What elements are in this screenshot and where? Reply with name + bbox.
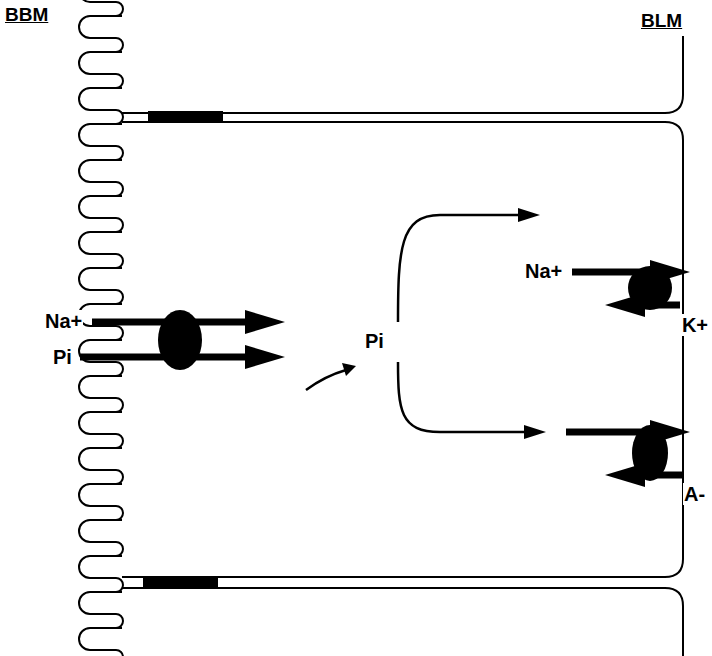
curved-arrow	[306, 370, 346, 390]
ion-label: Na+	[524, 260, 563, 282]
anion-exchanger	[632, 425, 668, 481]
ion-label: Pi	[52, 346, 73, 368]
flux-arrows	[80, 260, 690, 487]
ion-label: A-	[683, 483, 706, 505]
tight-junction	[148, 111, 223, 123]
na-pi-cotransporter	[158, 310, 202, 370]
arrow-head	[524, 425, 546, 439]
microvilli-outline	[79, 0, 123, 656]
arrow-head	[518, 208, 540, 222]
ion-label: Pi	[364, 330, 385, 352]
membrane-heading: BBM	[4, 4, 49, 26]
cell-membrane	[122, 122, 683, 577]
brush-border-microvilli	[79, 0, 123, 656]
arrow-head	[342, 363, 356, 376]
flux-arrow-head	[245, 345, 285, 369]
upper-cell-membrane	[122, 36, 683, 113]
curved-arrow	[398, 362, 524, 432]
na-k-pump	[628, 266, 672, 310]
membrane-heading: BLM	[640, 10, 683, 32]
ion-label: K+	[681, 314, 709, 336]
lower-cell-membrane	[122, 588, 683, 656]
flux-arrow-head	[245, 310, 285, 334]
ion-label: Na+	[44, 310, 83, 332]
tight-junction	[143, 576, 218, 589]
curved-arrow	[398, 215, 520, 322]
